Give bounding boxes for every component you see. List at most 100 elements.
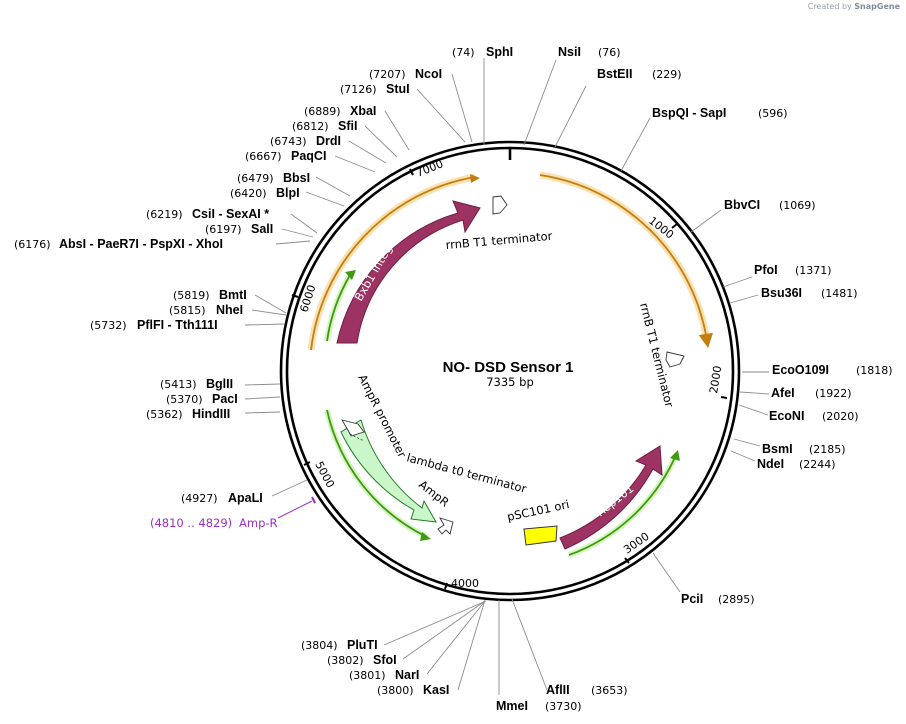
enzyme-pos-bstEII: (229) (652, 68, 682, 81)
enzyme-name-nhei[interactable]: NheI (216, 303, 243, 317)
enzyme-name-hindiii[interactable]: HindIII (192, 407, 230, 421)
tick-label-2000: 2000 (707, 365, 724, 395)
enzyme-name-sfoi[interactable]: SfoI (373, 653, 397, 667)
leader-paqci (334, 155, 376, 173)
enzyme-name-bmti[interactable]: BmtI (219, 288, 247, 302)
bxb1-label: Bxb1 Integrase (351, 221, 407, 304)
leader-apali (271, 479, 308, 497)
enzyme-name-pflfi[interactable]: PflFI - Tth111I (137, 318, 218, 332)
enzyme-name-sfii[interactable]: SfiI (338, 119, 357, 133)
leader-ncoi (451, 73, 473, 143)
ampr-promoter-small-arrow (341, 419, 365, 437)
enzyme-name-xhoi[interactable]: AbsI - PaeR7I - PspXI - XhoI (59, 237, 223, 251)
enzyme-pos-nari: (3801) (349, 669, 386, 682)
enzyme-name-bglii[interactable]: BglII (206, 377, 233, 391)
leader-bglii (244, 383, 281, 386)
leader-afei (739, 391, 770, 395)
enzyme-name-ndei[interactable]: NdeI (757, 457, 784, 471)
enzyme-name-stui[interactable]: StuI (386, 82, 410, 96)
enzyme-name-pluti[interactable]: PluTI (347, 638, 378, 652)
enzyme-name-sphi[interactable]: SphI (486, 45, 513, 59)
tick-6000-mark (291, 294, 299, 298)
enzyme-pos-nhei: (5815) (169, 304, 206, 317)
enzyme-pos-pfoi: (1371) (795, 264, 832, 277)
enzyme-name-csii[interactable]: CsiI - SexAI * (192, 207, 269, 221)
enzyme-pos-paci: (5370) (166, 393, 203, 406)
enzyme-name-aflii[interactable]: AflII (546, 683, 570, 697)
leader-ndei (730, 450, 756, 462)
leader-xhoi (275, 240, 311, 245)
enzyme-pos-csii: (6219) (146, 208, 183, 221)
enzyme-name-pcii[interactable]: PciI (681, 592, 703, 606)
enzyme-pos-kasi: (3800) (377, 684, 414, 697)
ampr-promoter-arrow[interactable] (340, 419, 437, 523)
leader-csii (290, 213, 318, 234)
enzyme-name-bspqi[interactable]: BspQI - SapI (652, 106, 726, 120)
tick-label-4000: 4000 (451, 577, 479, 590)
enzyme-name-paci[interactable]: PacI (212, 392, 238, 406)
leader-econi (738, 404, 769, 416)
ampr-small-arrow (437, 517, 454, 535)
enzyme-name-bsmi[interactable]: BsmI (762, 442, 793, 456)
enzyme-pos-pluti: (3804) (301, 639, 338, 652)
enzyme-name-blpi[interactable]: BlpI (276, 186, 300, 200)
tick-3000-mark (624, 557, 630, 564)
enzyme-pos-pcii: (2895) (718, 593, 755, 606)
plasmid-length: 7335 bp (486, 375, 534, 389)
primer-name[interactable]: Amp-R (239, 516, 278, 530)
enzyme-pos-apali: (4927) (181, 492, 218, 505)
enzyme-pos-paqci: (6667) (245, 150, 282, 163)
rep101-arrow[interactable] (559, 445, 663, 550)
enzyme-pos-afei: (1922) (815, 387, 852, 400)
tick-4000-mark (444, 582, 448, 590)
enzyme-name-afei[interactable]: AfeI (771, 386, 795, 400)
orange-arc-left (310, 176, 476, 351)
enzyme-name-drdi[interactable]: DrdI (316, 134, 341, 148)
enzyme-pos-stui: (7126) (340, 83, 377, 96)
enzyme-name-bstEII[interactable]: BstEII (597, 67, 632, 81)
enzyme-name-sali[interactable]: SalI (251, 222, 273, 236)
enzyme-name-nari[interactable]: NarI (395, 668, 419, 682)
tick-5000-mark (303, 461, 311, 466)
leader-bspqi (620, 117, 651, 172)
enzyme-name-bbsi[interactable]: BbsI (283, 171, 310, 185)
enzyme-pos-sali: (6197) (205, 223, 242, 236)
primer-mark (311, 496, 316, 504)
psc101-label: pSC101 ori (506, 497, 571, 524)
green-arc-top-left-head (345, 270, 356, 280)
snapgene-logo: SnapGene (854, 2, 900, 11)
enzyme-name-pfoi[interactable]: PfoI (754, 263, 778, 277)
psc101-ori-box[interactable] (523, 525, 558, 546)
enzyme-pos-blpi: (6420) (230, 187, 267, 200)
leader-bstEII (554, 85, 587, 148)
leader-stui (416, 88, 466, 143)
enzyme-name-bbvci[interactable]: BbvCI (724, 198, 760, 212)
tick-label-5000: 5000 (312, 459, 337, 490)
leader-pfoi (722, 276, 753, 288)
enzyme-name-mmei[interactable]: MmeI (496, 699, 528, 713)
enzyme-name-nsii[interactable]: NsiI (558, 45, 581, 59)
leader-bsmi (733, 438, 761, 447)
enzyme-name-ecoo109i[interactable]: EcoO109I (772, 363, 829, 377)
ampr-label: AmpR (416, 477, 452, 509)
leader-nhei (251, 309, 287, 316)
enzyme-pos-bsu36i: (1481) (821, 287, 858, 300)
enzyme-name-bsu36i[interactable]: Bsu36I (761, 286, 802, 300)
leader-paci (244, 396, 281, 400)
leader-sali (281, 228, 314, 238)
enzyme-pos-xhoi: (6176) (14, 238, 51, 251)
leader-hindiii (244, 411, 281, 414)
bxb1-integrase-arrow[interactable] (336, 200, 481, 344)
enzyme-name-econi[interactable]: EcoNI (769, 409, 804, 423)
enzyme-name-paqci[interactable]: PaqCI (291, 149, 326, 163)
enzyme-pos-sphi: (74) (452, 46, 475, 59)
tick-label-3000: 3000 (621, 530, 651, 557)
tick-2000-mark (720, 396, 728, 399)
enzyme-name-ncoi[interactable]: NcoI (415, 67, 442, 81)
enzyme-pos-bmti: (5819) (173, 289, 210, 302)
enzyme-name-apali[interactable]: ApaLI (228, 491, 263, 505)
credit-text: Created by (807, 2, 852, 11)
enzyme-pos-ndei: (2244) (799, 458, 836, 471)
enzyme-name-xbai[interactable]: XbaI (350, 104, 376, 118)
enzyme-name-kasi[interactable]: KasI (423, 683, 449, 697)
